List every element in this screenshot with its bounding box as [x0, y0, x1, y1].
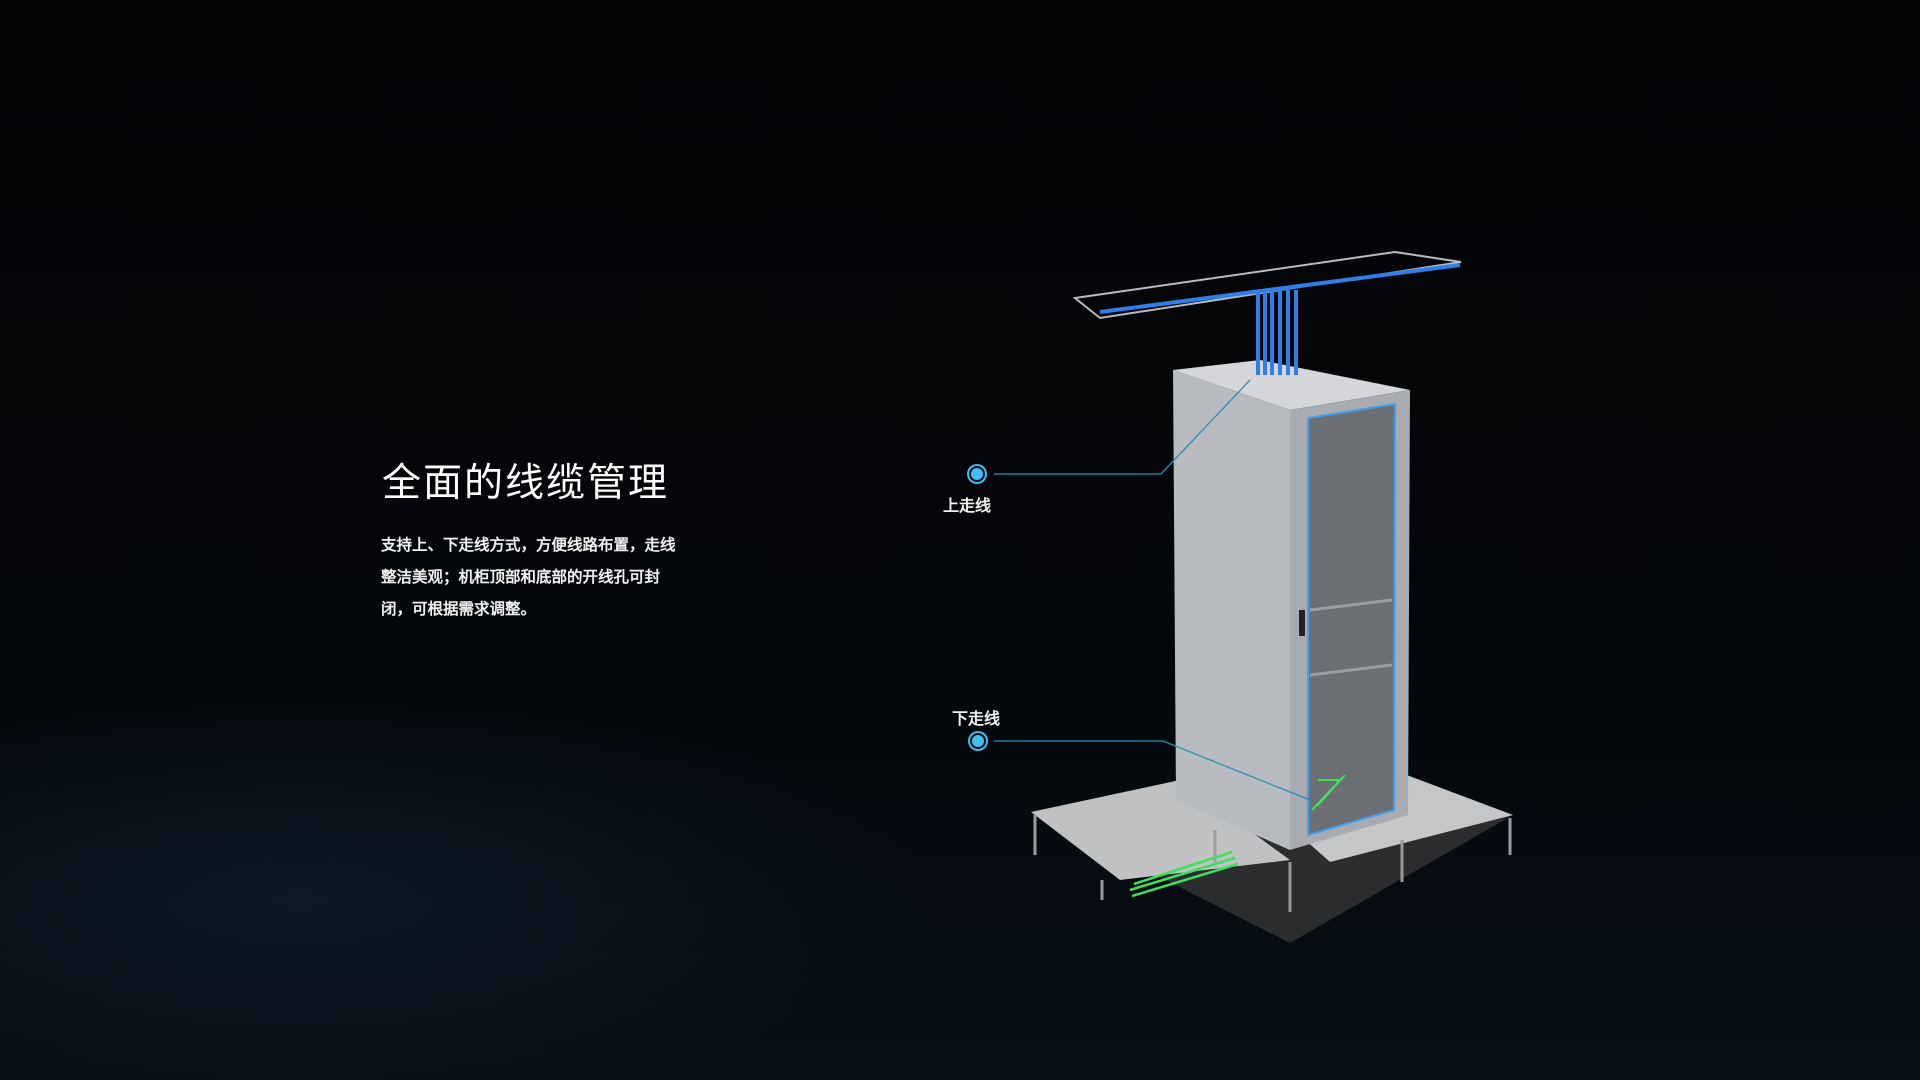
- cabinet-glass-door: [1307, 402, 1397, 837]
- top-cabling-label: 上走线: [943, 496, 992, 515]
- section-description: 支持上、下走线方式，方便线路布置，走线整洁美观；机柜顶部和底部的开线孔可封闭，可…: [381, 536, 676, 618]
- cabinet-side: [1173, 370, 1290, 850]
- bottom-cabling-hotspot[interactable]: [970, 733, 986, 749]
- cabinet-top: [1173, 360, 1410, 410]
- bottom-cabling-label: 下走线: [952, 709, 1001, 728]
- bottom-callout-line: [994, 740, 1311, 801]
- floor-pedestals: [1033, 815, 1512, 912]
- cabinet-bottom-cables: [1311, 774, 1346, 811]
- top-cables: [1099, 263, 1461, 375]
- top-callout-line: [994, 379, 1251, 475]
- cable-tray: [1072, 250, 1462, 320]
- door-handle: [1299, 610, 1305, 636]
- bottom-cables: [1129, 850, 1239, 898]
- section-title: 全面的线缆管理: [382, 461, 670, 506]
- top-cabling-hotspot[interactable]: [969, 466, 985, 482]
